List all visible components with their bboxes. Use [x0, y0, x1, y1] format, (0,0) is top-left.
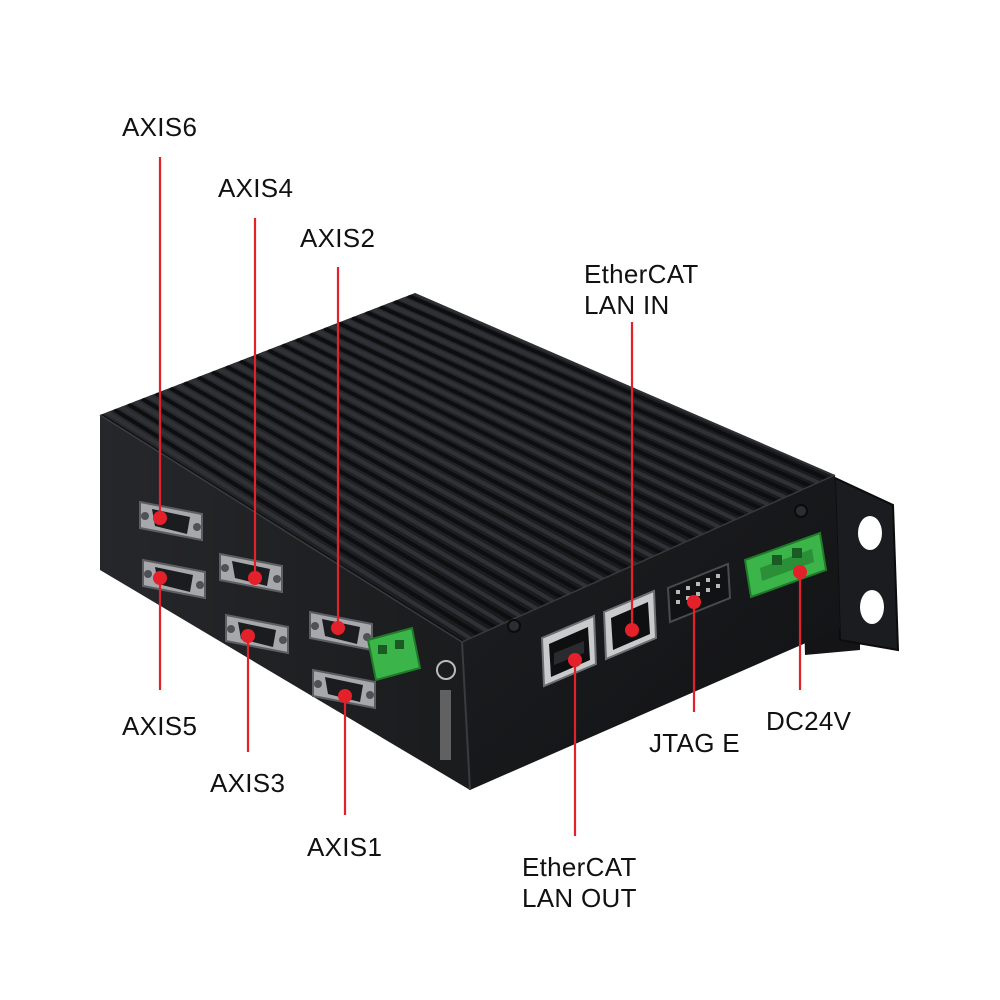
label-axis5: AXIS5 — [122, 711, 198, 741]
heatsink-fin — [147, 394, 522, 618]
heatsink-fin — [393, 299, 811, 488]
db15-connector-icon[interactable] — [225, 613, 289, 655]
callout-dot — [248, 571, 262, 585]
heatsink-fin — [260, 350, 654, 559]
heatsink-fin — [295, 337, 695, 540]
heatsink-fin — [358, 312, 770, 507]
heatsink-fin — [400, 296, 820, 485]
heatsink-fin — [119, 405, 488, 633]
heatsink-fin — [309, 331, 712, 533]
heatsink-fin — [407, 293, 828, 481]
mounting-hole-upper — [858, 516, 882, 550]
heatsink-fin — [351, 315, 762, 511]
mounting-hole-lower — [860, 590, 884, 624]
heatsink-fin — [274, 345, 671, 552]
db15-connector-group — [139, 500, 376, 710]
callout-dot — [331, 621, 345, 635]
heatsink-fin — [330, 323, 737, 522]
heatsink-fin — [386, 302, 803, 492]
rj45-port-icon[interactable] — [540, 614, 598, 688]
heatsink-fin — [161, 388, 538, 611]
label-axis3: AXIS3 — [210, 768, 286, 798]
heatsink-fin — [176, 383, 555, 603]
heatsink-fin — [337, 321, 745, 518]
heatsink-fin — [316, 329, 720, 529]
callout-dot — [241, 629, 255, 643]
heatsink-fin — [218, 367, 604, 581]
heatsink-fin — [183, 380, 563, 600]
heatsink-fin — [365, 310, 778, 503]
device-body — [99, 293, 900, 791]
callout-dot — [625, 623, 639, 637]
heatsink-fin — [126, 402, 497, 629]
callout-dot — [793, 565, 807, 579]
heatsink-fin — [140, 397, 513, 622]
callout-dot — [568, 653, 582, 667]
mounting-ear — [833, 476, 900, 652]
heatsink-fin — [323, 326, 729, 526]
screw-front-left — [507, 619, 521, 633]
callout-lines — [153, 157, 807, 836]
heatsink-fin — [133, 399, 505, 626]
callout-dot — [153, 571, 167, 585]
heatsink-fin — [105, 410, 472, 640]
screw-front-right — [794, 504, 808, 518]
jtag-header-icon[interactable] — [666, 562, 732, 624]
heatsink-fins — [100, 293, 835, 642]
callout-dot — [687, 595, 701, 609]
heatsink-fin — [112, 407, 480, 637]
heatsink-fin — [288, 340, 687, 544]
label-axis6: AXIS6 — [122, 112, 198, 142]
side-panel-left — [100, 415, 470, 790]
heatsink-fin — [267, 348, 662, 555]
db15-connector-icon[interactable] — [139, 500, 203, 542]
heatsink-fin — [379, 304, 795, 496]
heatsink-fin — [232, 361, 621, 574]
heatsink-fin — [154, 391, 530, 615]
heatsink-fin — [204, 372, 588, 589]
heatsink-fin — [197, 375, 580, 592]
heatsink-fin — [281, 342, 679, 548]
terminal-block-icon[interactable] — [743, 531, 828, 599]
callout-dot — [153, 511, 167, 525]
label-axis4: AXIS4 — [218, 173, 294, 203]
label-jtag: JTAG E — [649, 728, 740, 758]
label-axis2: AXIS2 — [300, 223, 376, 253]
db15-connector-icon[interactable] — [312, 668, 376, 710]
heatsink-fin — [211, 369, 596, 585]
callout-dot — [338, 689, 352, 703]
terminal-block-icon[interactable] — [366, 626, 422, 682]
heatsink-fin — [239, 359, 629, 570]
heatsink-fin — [344, 318, 753, 514]
heatsink-fin — [253, 353, 646, 563]
label-axis1: AXIS1 — [307, 832, 383, 862]
brand-logo-icon — [436, 660, 456, 760]
label-dc24v: DC24V — [766, 706, 852, 736]
heatsink-fin — [168, 386, 546, 607]
heatsink-fin — [302, 334, 704, 537]
heatsink-fin — [372, 307, 787, 500]
heatsink-fin — [246, 356, 638, 566]
heatsink-fin — [225, 364, 613, 577]
